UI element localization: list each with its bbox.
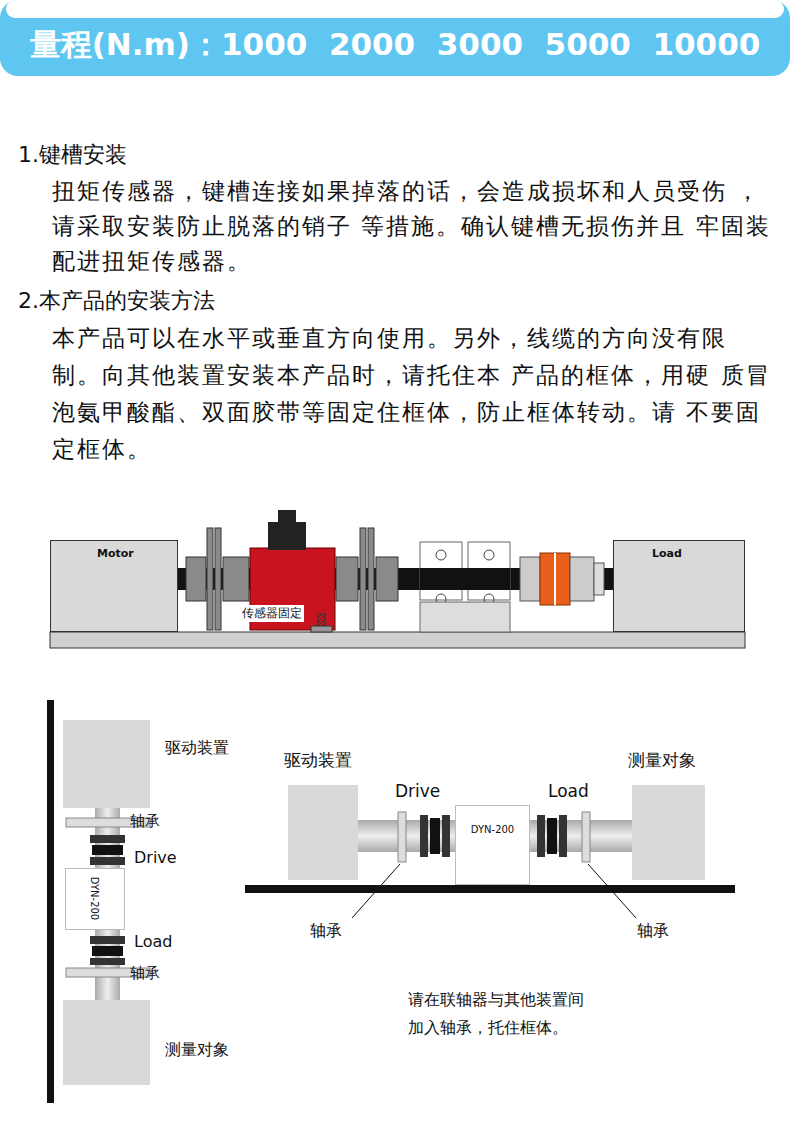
motor-box: Motor bbox=[50, 540, 178, 632]
measured-object: 测量对象 bbox=[632, 785, 705, 880]
drive-unit: 驱动装置 bbox=[63, 720, 150, 808]
node-label: DYN-200 bbox=[90, 877, 101, 920]
section-heading: 1.键槽安装 bbox=[18, 140, 127, 170]
port-label: Drive bbox=[395, 781, 440, 801]
port-label: Drive bbox=[134, 848, 177, 867]
test-bench bbox=[50, 510, 745, 648]
node-label: 测量对象 bbox=[165, 1040, 229, 1061]
drive-unit: 驱动装置 bbox=[288, 785, 358, 880]
range-title: 量程(N.m)：1000 2000 3000 5000 10000 bbox=[0, 24, 790, 66]
port-label: Load bbox=[548, 781, 589, 801]
note: 请在联轴器与其他装置间 加入轴承，托住框体。 bbox=[408, 986, 594, 1042]
measured-object: 测量对象 bbox=[63, 1000, 150, 1085]
sensor-box: DYN-200 bbox=[65, 868, 125, 930]
paragraph: 本产品可以在水平或垂直方向使用。另外，线缆的方向没有限 制。向其他装置安装本产品… bbox=[52, 320, 772, 468]
section-heading: 2.本产品的安装方法 bbox=[18, 286, 215, 316]
callout-label: 传感器固定 bbox=[240, 605, 304, 622]
banner bbox=[0, 0, 790, 76]
node-label: 测量对象 bbox=[628, 749, 696, 772]
bearing-label: 轴承 bbox=[130, 964, 160, 983]
paragraph: 扭矩传感器，键槽连接如果掉落的话，会造成损坏和人员受伤 ，请采取安装防止脱落的销… bbox=[52, 174, 772, 279]
node-label: 驱动装置 bbox=[165, 738, 229, 759]
port-label: Load bbox=[134, 932, 172, 951]
load-box: Load bbox=[613, 540, 745, 632]
node-label: Motor bbox=[97, 547, 134, 560]
node-label: 驱动装置 bbox=[284, 749, 352, 772]
node-label: Load bbox=[652, 547, 682, 560]
vertical-install bbox=[47, 700, 150, 1103]
node-label: DYN-200 bbox=[471, 824, 514, 835]
sensor-box: DYN-200 bbox=[455, 805, 530, 885]
bearing-label: 轴承 bbox=[637, 921, 669, 942]
bearing-label: 轴承 bbox=[130, 812, 160, 831]
bearing-label: 轴承 bbox=[310, 921, 342, 942]
